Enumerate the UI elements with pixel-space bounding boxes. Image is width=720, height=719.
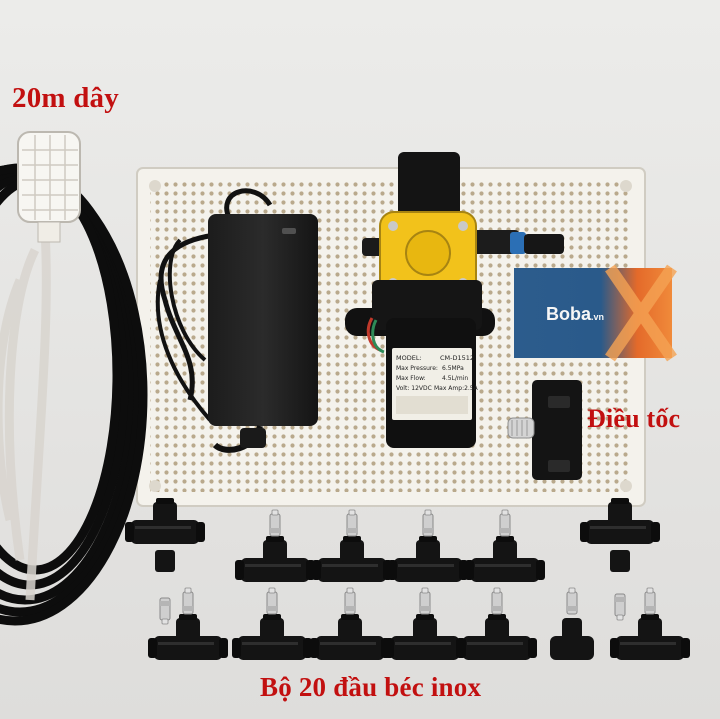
pump-model-key: MODEL: xyxy=(396,354,422,362)
pump-amp: Max Amp:2.5A xyxy=(434,385,479,392)
pump-flow-key: Max Flow: xyxy=(396,375,426,382)
speed-controller xyxy=(507,380,582,480)
water-pump: MODEL: CM-D1512 Max Pressure: 6.5MPa Max… xyxy=(345,152,564,448)
speed-controller-label: Điều tốc xyxy=(587,404,681,433)
clear-tube xyxy=(0,229,51,601)
pump-pressure-value: 6.5MPa xyxy=(442,365,464,372)
hose-length-label: 20m dây xyxy=(12,82,119,114)
power-adapter xyxy=(155,188,318,453)
water-filter xyxy=(17,131,81,243)
nozzle-set-label: Bộ 20 đầu béc inox xyxy=(260,672,482,702)
pump-model-value: CM-D1512 xyxy=(440,354,474,362)
brand-suffix: .vn xyxy=(591,312,604,322)
pump-volt: Volt: 12VDC xyxy=(396,385,432,392)
brand-card: Boba .vn xyxy=(514,264,677,362)
brand-name: Boba xyxy=(546,304,592,324)
nozzle-set xyxy=(125,498,690,660)
pump-flow-value: 4.5L/min xyxy=(442,375,468,382)
pump-pressure-key: Max Pressure: xyxy=(396,365,438,372)
